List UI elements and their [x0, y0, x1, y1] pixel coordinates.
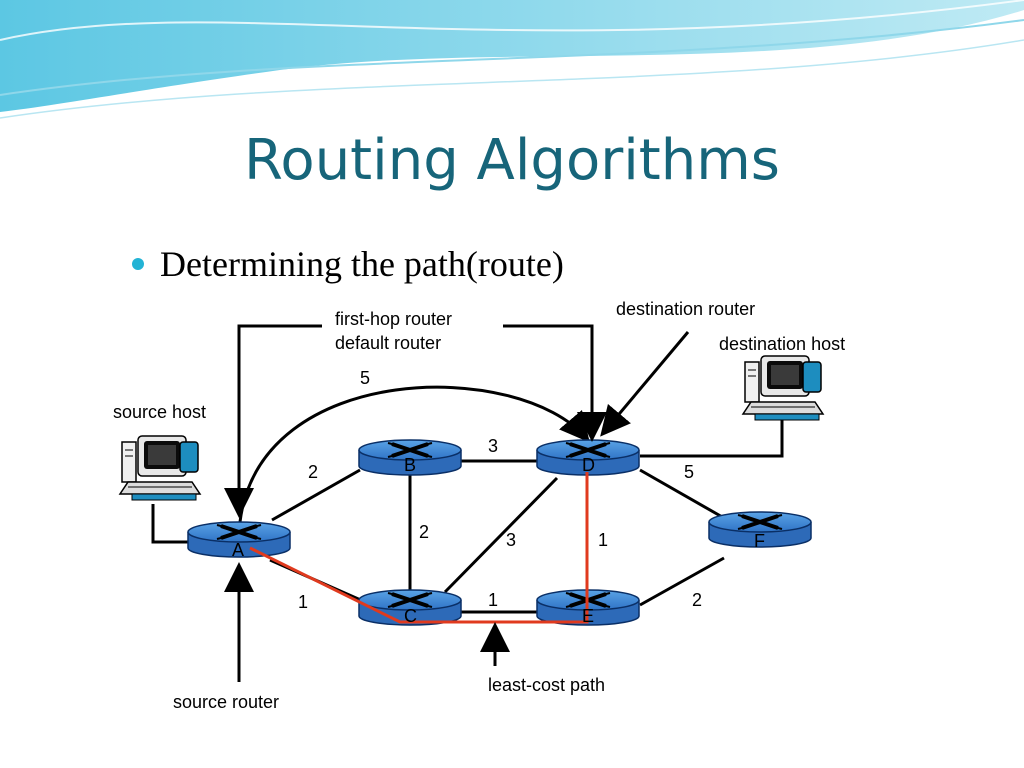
first-hop-router-label: first-hop router — [335, 309, 453, 329]
default-router-label: default router — [335, 333, 442, 353]
source-host-link — [151, 504, 190, 544]
first-hop-callout-arrow-left — [224, 324, 322, 518]
host-links — [151, 414, 784, 544]
header-waves — [0, 0, 1024, 119]
cost-E-F: 2 — [692, 590, 703, 610]
cost-D-F: 5 — [684, 462, 695, 482]
link-E-F — [639, 556, 725, 607]
cost-C-E: 1 — [488, 590, 499, 610]
source-host-label: source host — [113, 402, 207, 422]
cost-D-E: 1 — [598, 530, 609, 550]
source-host-computer-icon[interactable] — [119, 435, 201, 501]
link-A-B — [271, 468, 361, 522]
destination-host-label: destination host — [719, 334, 846, 354]
bullet-text: Determining the path(route) — [160, 244, 564, 284]
destination-host-link — [640, 414, 784, 458]
cost-A-D: 5 — [360, 368, 371, 388]
least-cost-path-label: least-cost path — [488, 675, 606, 695]
router-label-E: E — [582, 606, 595, 626]
destination-router-label: destination router — [616, 299, 756, 319]
router-label-F: F — [754, 531, 765, 551]
destination-host-computer-icon[interactable] — [742, 355, 824, 421]
destination-router-callout-arrow — [600, 331, 690, 437]
first-hop-callout-arrow-right — [503, 324, 607, 442]
router-label-A: A — [232, 540, 245, 560]
router-label-C: C — [404, 606, 417, 626]
link-C-D — [443, 476, 559, 594]
link-D-F — [639, 468, 725, 520]
cost-B-D: 3 — [488, 436, 499, 456]
slide-title: Routing Algorithms — [244, 128, 780, 193]
router-label-D: D — [582, 455, 595, 475]
router-label-B: B — [404, 455, 417, 475]
link-A-D — [238, 385, 590, 523]
cost-A-B: 2 — [308, 462, 319, 482]
cost-C-D: 3 — [506, 530, 517, 550]
cost-B-C: 2 — [419, 522, 430, 542]
bullet-item: Determining the path(route) — [132, 243, 564, 285]
cost-A-C: 1 — [298, 592, 309, 612]
bullet-dot-icon — [132, 258, 144, 270]
source-router-label: source router — [173, 692, 280, 712]
